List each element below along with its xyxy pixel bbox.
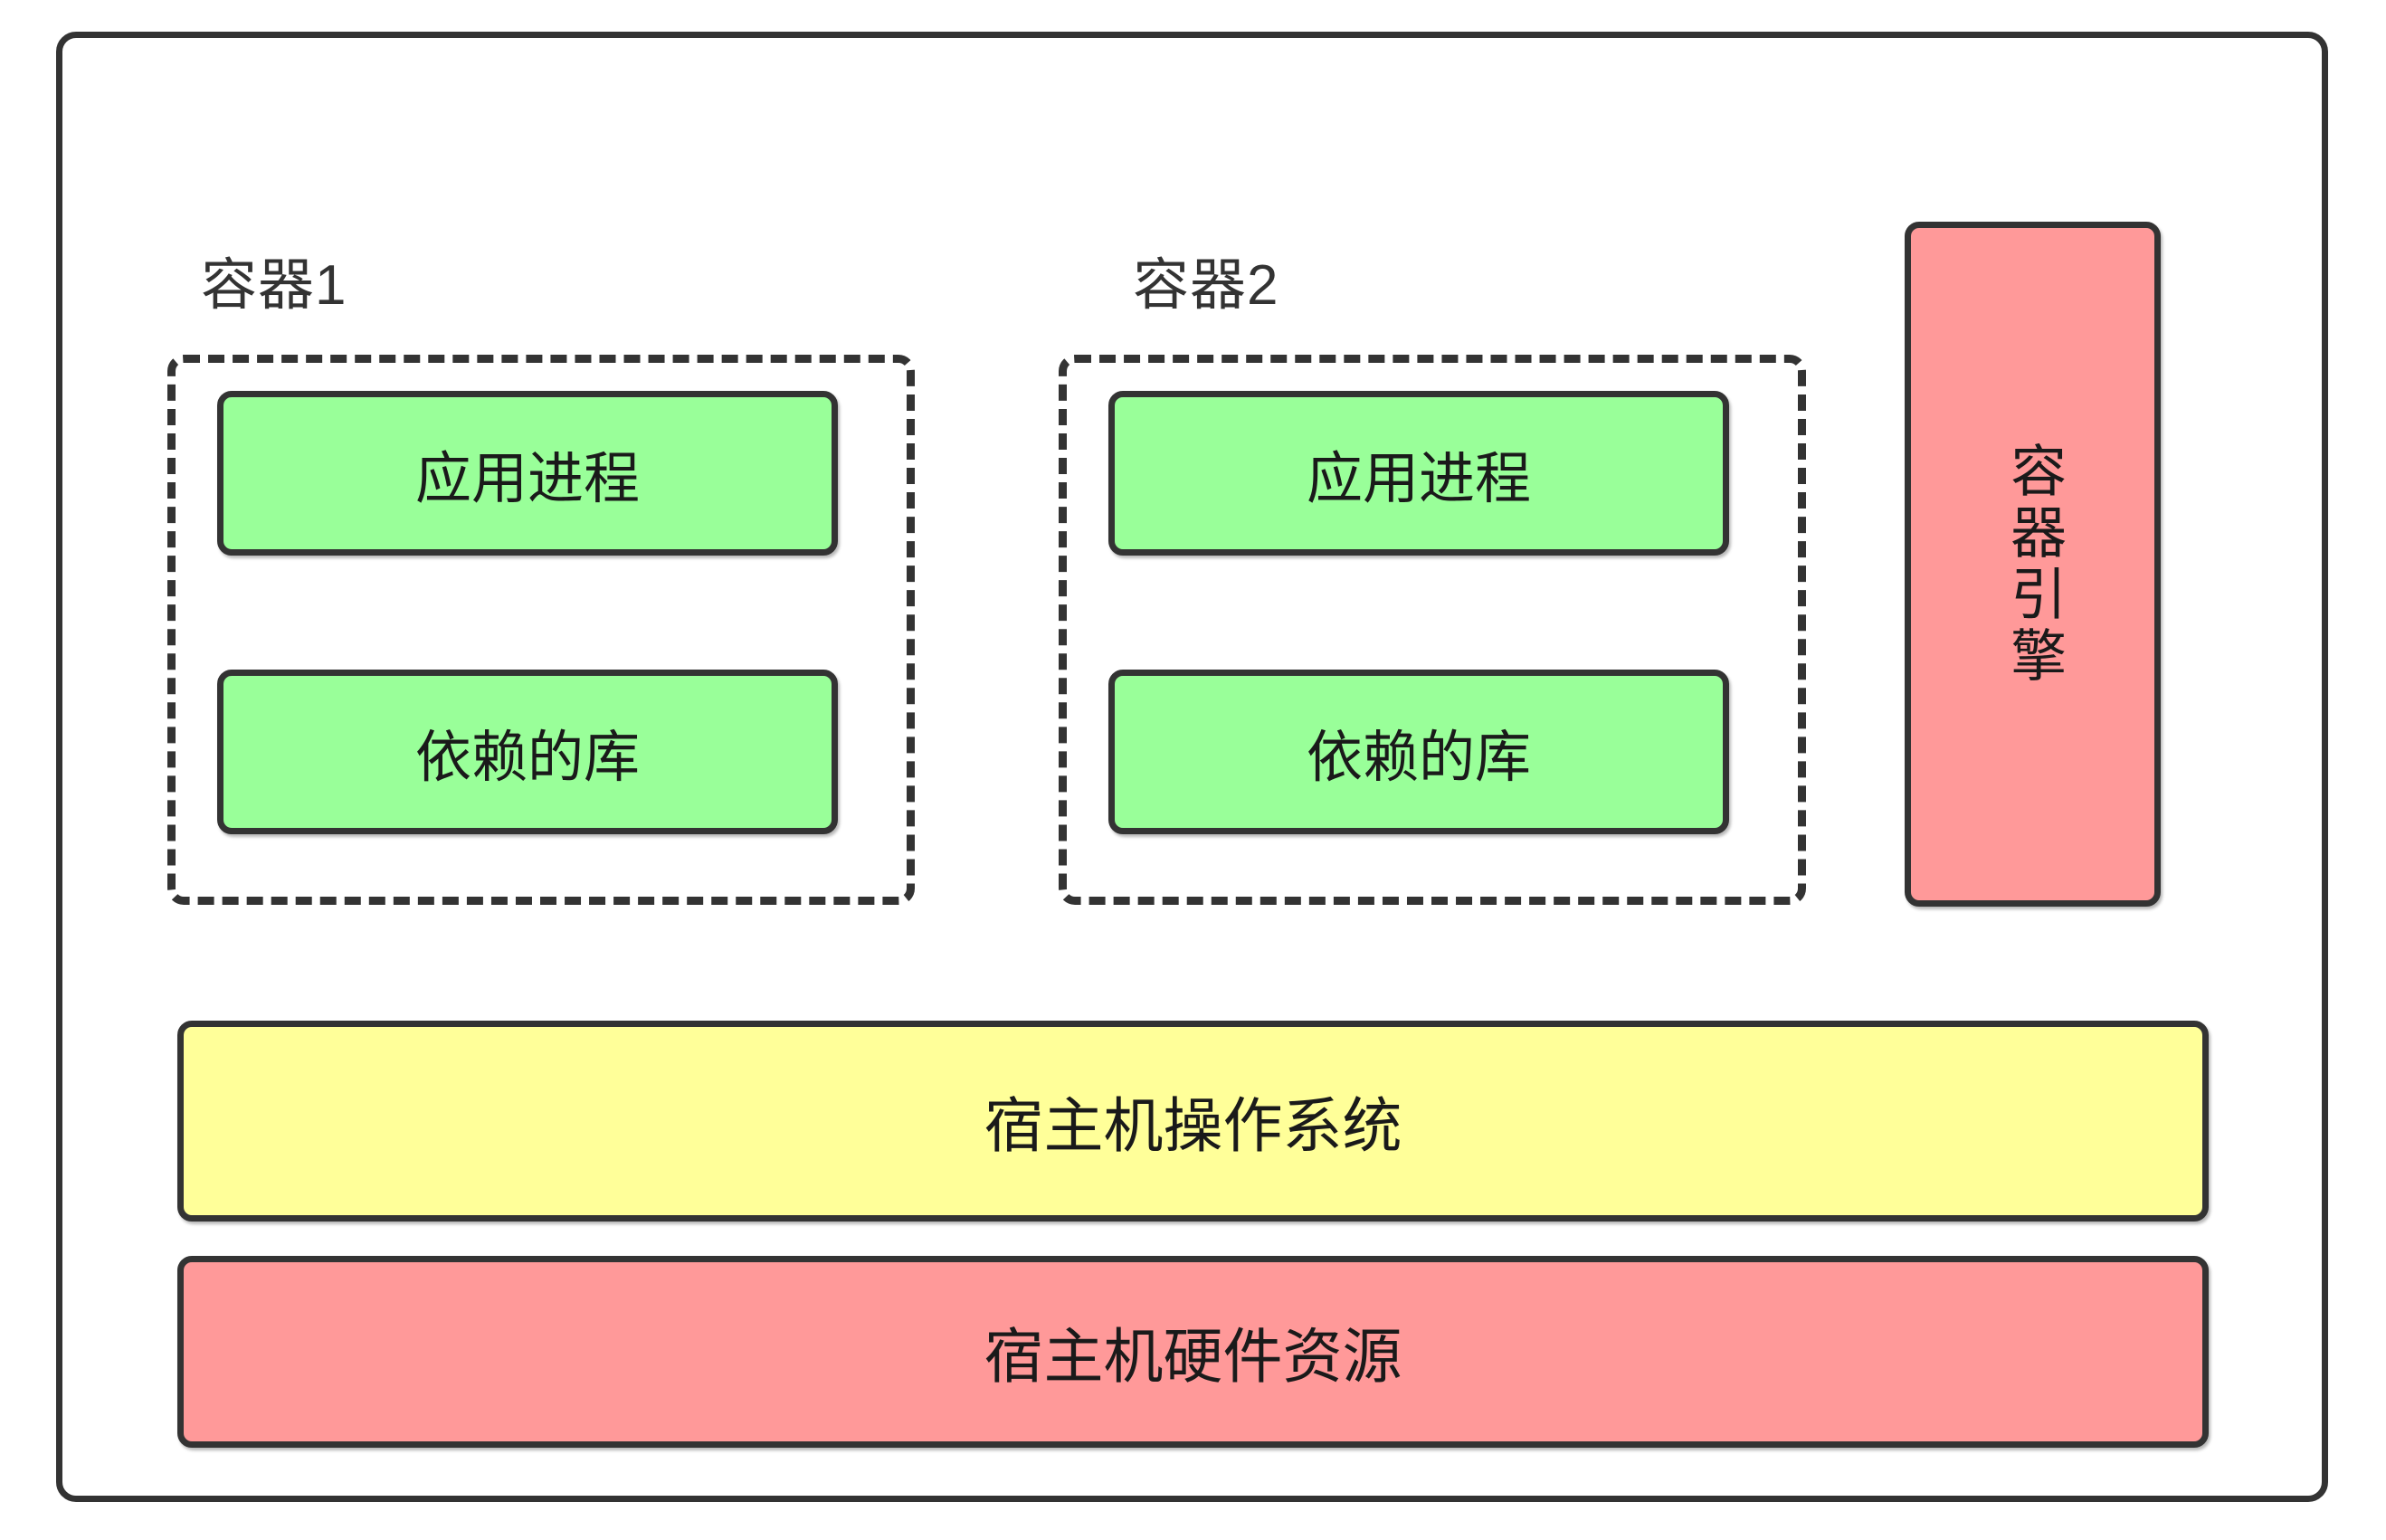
container-1-app-process-node: 应用进程 [217, 391, 838, 556]
container-2-label: 容器2 [1133, 254, 1279, 317]
container-1-boundary [167, 355, 915, 905]
container-2-app-process-node: 应用进程 [1108, 391, 1729, 556]
container-1-label: 容器1 [201, 254, 347, 317]
host-hardware-layer-node: 宿主机硬件资源 [177, 1256, 2209, 1448]
container-2-boundary [1059, 355, 1806, 905]
container-engine-node: 容器引擎 [1905, 222, 2161, 907]
host-os-layer-node: 宿主机操作系统 [177, 1021, 2209, 1222]
container-engine-label: 容器引擎 [2001, 441, 2065, 688]
container-2-dependency-library-node: 依赖的库 [1108, 670, 1729, 834]
container-1-dependency-library-node: 依赖的库 [217, 670, 838, 834]
